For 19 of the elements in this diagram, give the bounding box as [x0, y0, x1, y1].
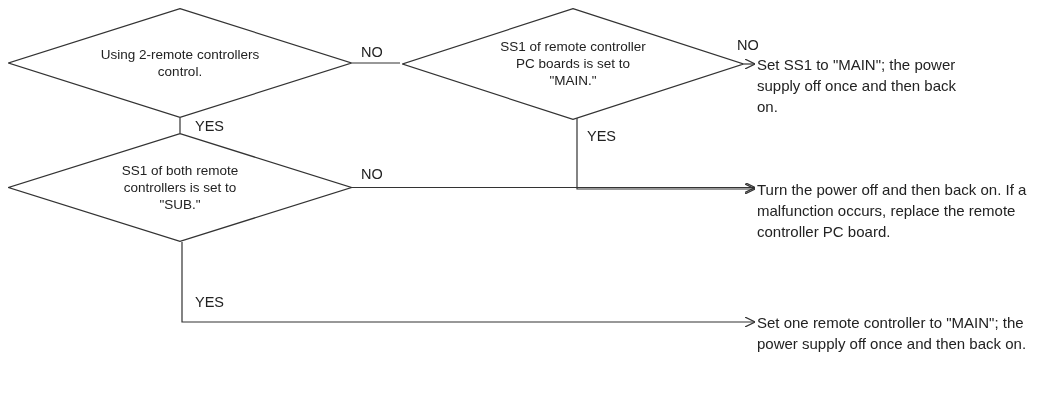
- outcome-text: Set one remote controller to "MAIN"; the power supply off once and then back on.: [757, 312, 1037, 354]
- connector-line: [179, 117, 181, 134]
- edge-label: NO: [360, 166, 384, 182]
- decision-text: Using 2-remote controllers control.: [99, 46, 261, 80]
- decision-text: SS1 of both remote controllers is set to "SUB.": [120, 162, 240, 213]
- arrow: [181, 241, 756, 328]
- decision-text: SS1 of remote controller PC boards is set to "MAIN.": [499, 38, 647, 89]
- arrow: [743, 58, 756, 70]
- edge-label: NO: [360, 44, 384, 60]
- edge-label: YES: [586, 128, 617, 144]
- edge-label: NO: [736, 37, 760, 53]
- outcome-text: Turn the power off and then back on. If a malfunction occurs, replace the remote controller PC board.: [757, 179, 1037, 242]
- arrow: [351, 181, 756, 194]
- decision-diamond: [8, 133, 352, 242]
- edge-label: YES: [194, 294, 225, 310]
- edge-label: YES: [194, 118, 225, 134]
- decision-diamond: [8, 8, 352, 118]
- connector-line: [351, 62, 401, 64]
- outcome-text: Set SS1 to "MAIN"; the power supply off once and then back on.: [757, 54, 967, 117]
